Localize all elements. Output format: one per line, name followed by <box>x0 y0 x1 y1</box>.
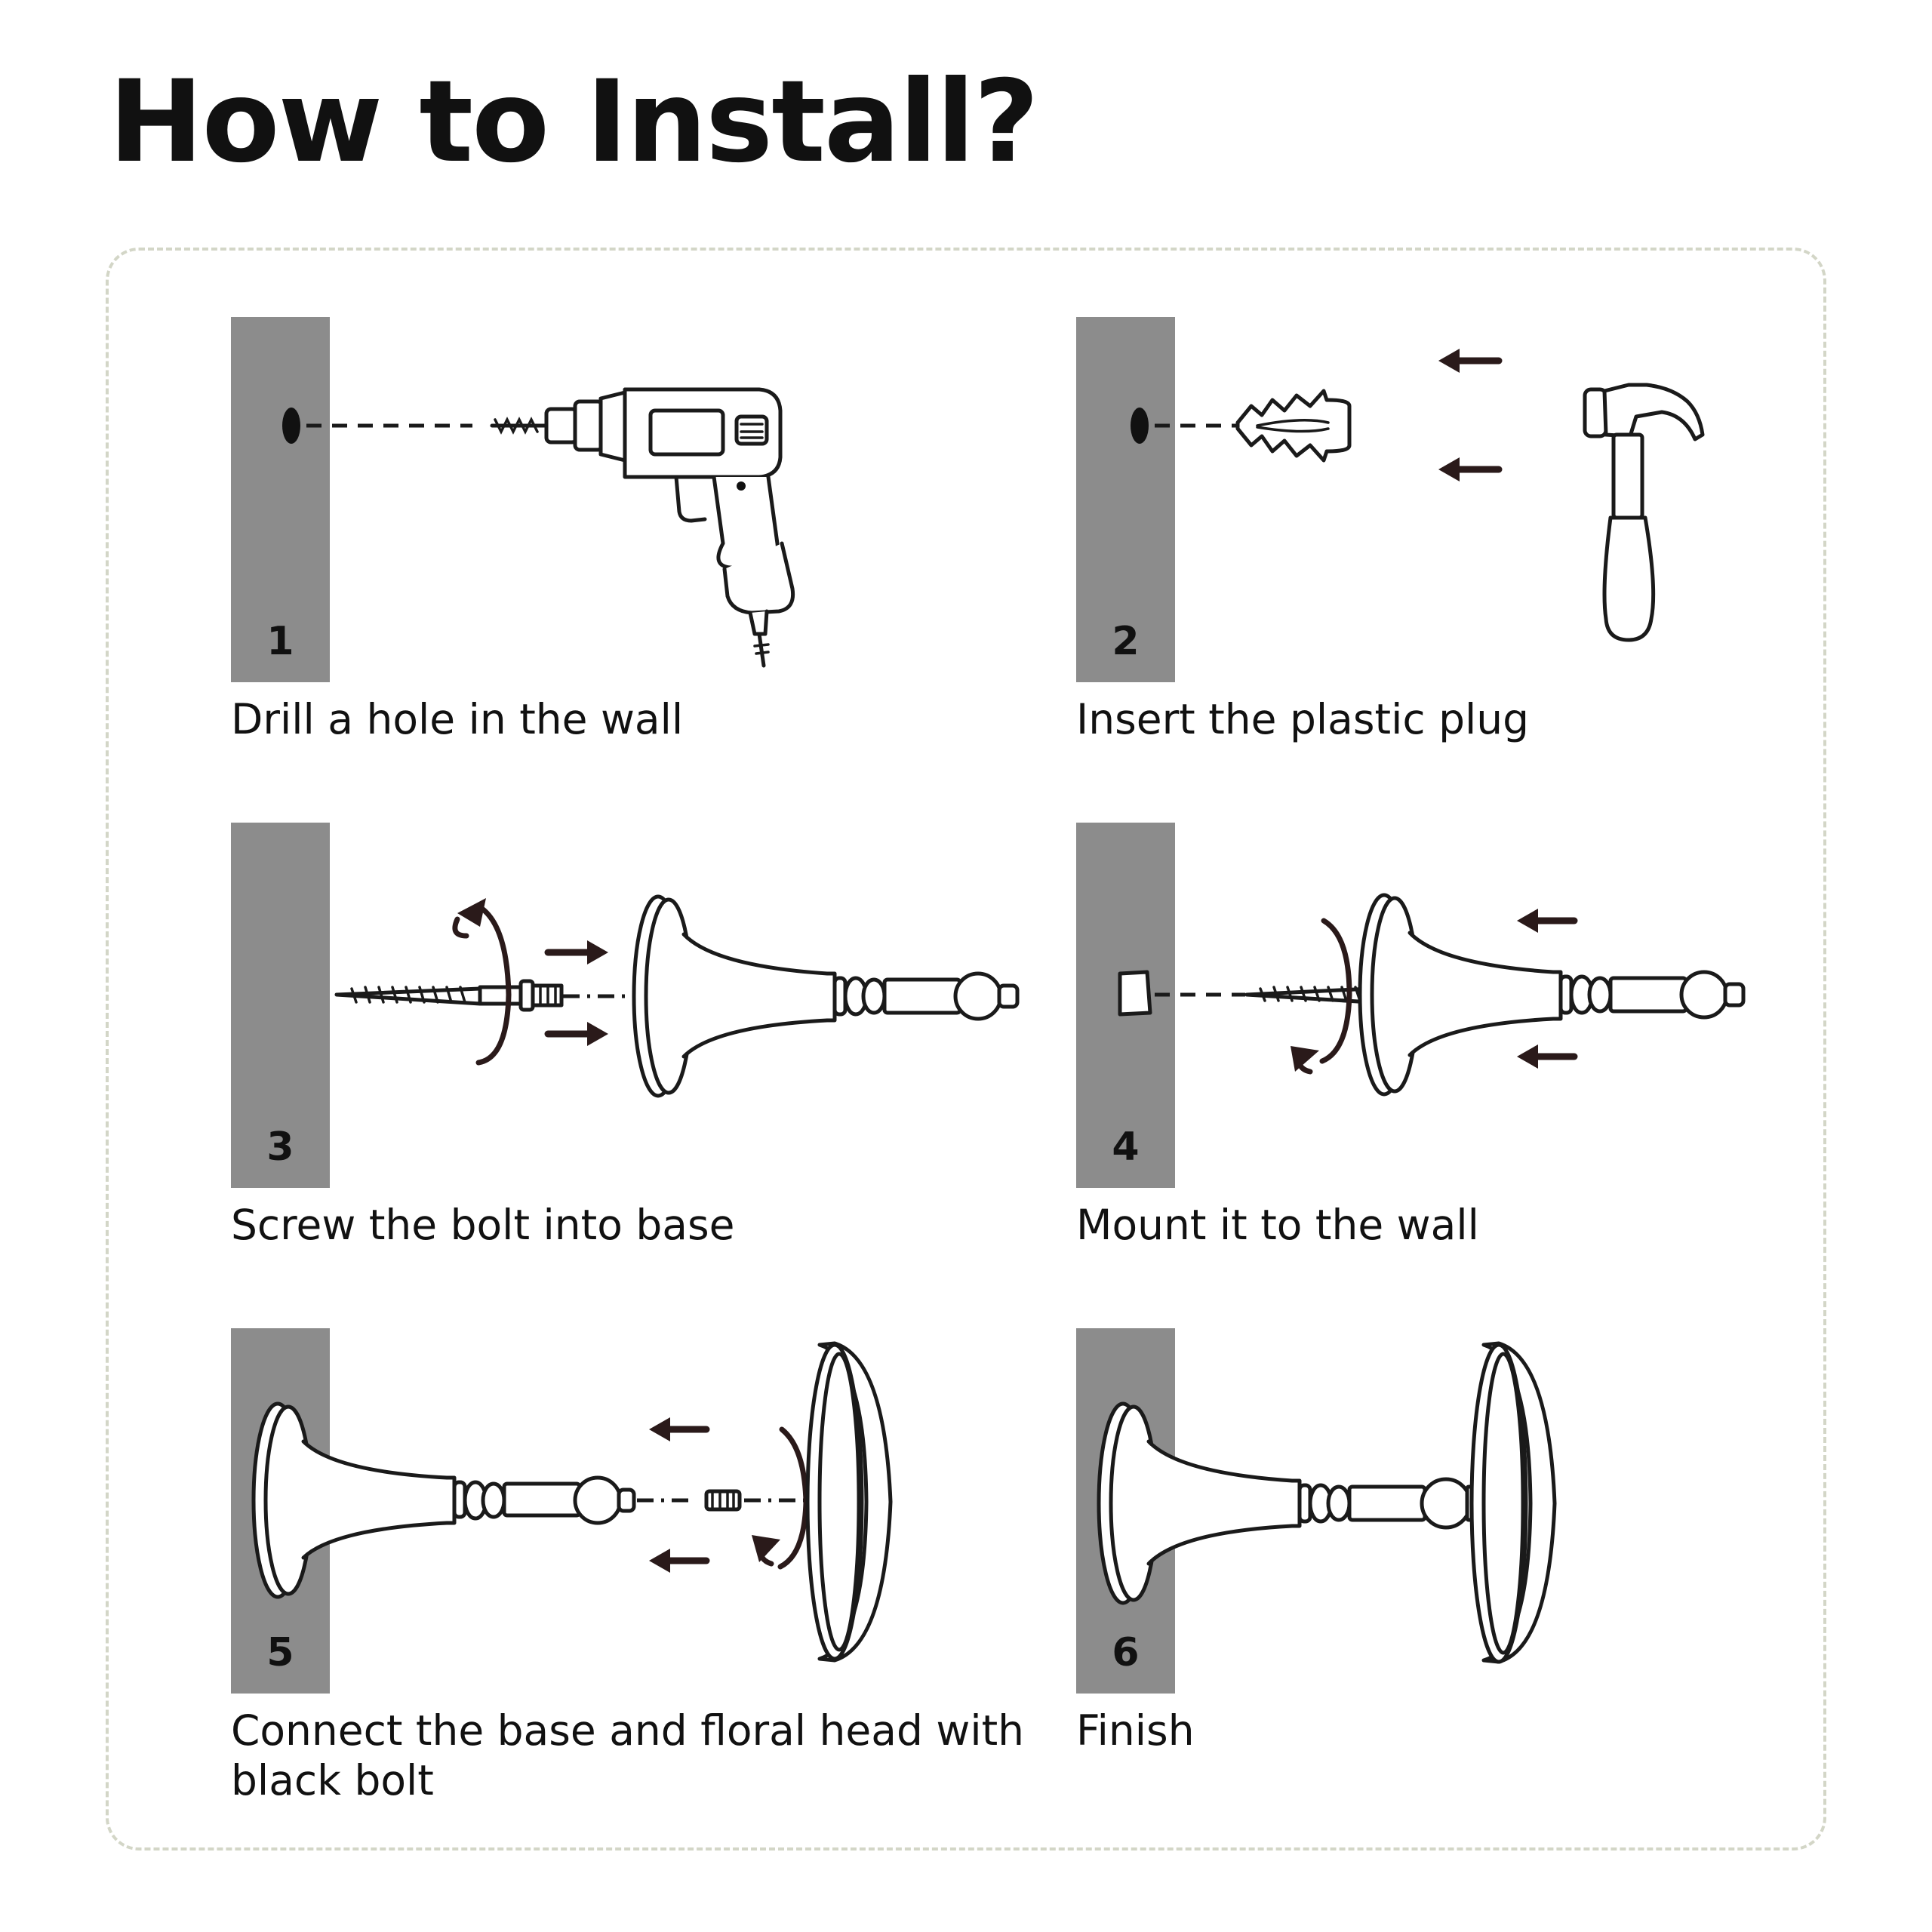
right-arrow-icon <box>544 940 608 964</box>
left-arrow-icon <box>1438 349 1503 373</box>
step-2: 2 Insert the plastic plug <box>1076 317 1906 815</box>
plug-hammer-illustration <box>1131 349 1705 642</box>
floral-head-icon <box>805 1341 893 1663</box>
step-number: 5 <box>266 1630 294 1675</box>
left-arrow-icon <box>649 1417 710 1441</box>
left-arrow-icon <box>1517 1044 1578 1069</box>
bolt-base-illustration <box>334 894 1020 1098</box>
step-caption: Finish <box>1076 1706 1195 1755</box>
wall <box>231 823 330 1188</box>
black-bolt-icon <box>704 1489 742 1512</box>
step-number: 6 <box>1112 1630 1140 1675</box>
right-arrow-icon <box>544 1022 608 1046</box>
wall-base-icon <box>1358 893 1746 1097</box>
rotate-icon <box>1291 918 1352 1075</box>
step-6: 6 Finish <box>1076 1328 1906 1826</box>
plug-in-wall-icon <box>1118 970 1152 1017</box>
finished-hook-icon <box>1097 1341 1557 1664</box>
step-caption: Insert the plastic plug <box>1076 695 1530 743</box>
step-1: 1 Drill a hole in t <box>231 317 1061 815</box>
step-caption: Connect the base and floral head with bl… <box>231 1706 1025 1804</box>
left-arrow-icon <box>649 1549 710 1573</box>
left-arrow-icon <box>1438 457 1503 481</box>
step-5: 5 <box>231 1328 1061 1826</box>
page-title: How to Install? <box>109 57 1039 188</box>
wall <box>231 317 330 682</box>
step-number: 3 <box>266 1124 294 1170</box>
connect-head-illustration <box>251 1341 893 1663</box>
screw-icon <box>334 979 564 1012</box>
step-3: 3 <box>231 823 1061 1321</box>
finished-hook-illustration <box>1097 1341 1557 1664</box>
rotate-icon <box>752 1426 809 1570</box>
step-4: 4 <box>1076 823 1906 1321</box>
step-number: 4 <box>1112 1124 1140 1170</box>
wall-base-icon <box>251 1401 636 1599</box>
drill-icon <box>544 387 795 668</box>
step-number: 2 <box>1112 619 1140 664</box>
hammer-icon <box>1583 383 1705 642</box>
step-number: 1 <box>266 619 294 664</box>
wall-base-icon <box>632 894 1020 1098</box>
wall <box>1076 317 1175 682</box>
drill-bit-icon <box>490 417 550 435</box>
step-caption: Screw the bolt into base <box>231 1201 735 1249</box>
drill-illustration <box>282 387 795 668</box>
rotate-icon <box>452 898 512 1066</box>
mount-illustration <box>1118 893 1746 1097</box>
plastic-plug-icon <box>1235 389 1352 463</box>
step-caption: Drill a hole in the wall <box>231 695 684 743</box>
step-caption: Mount it to the wall <box>1076 1201 1479 1249</box>
left-arrow-icon <box>1517 909 1578 933</box>
instructions-frame <box>106 248 1826 1850</box>
